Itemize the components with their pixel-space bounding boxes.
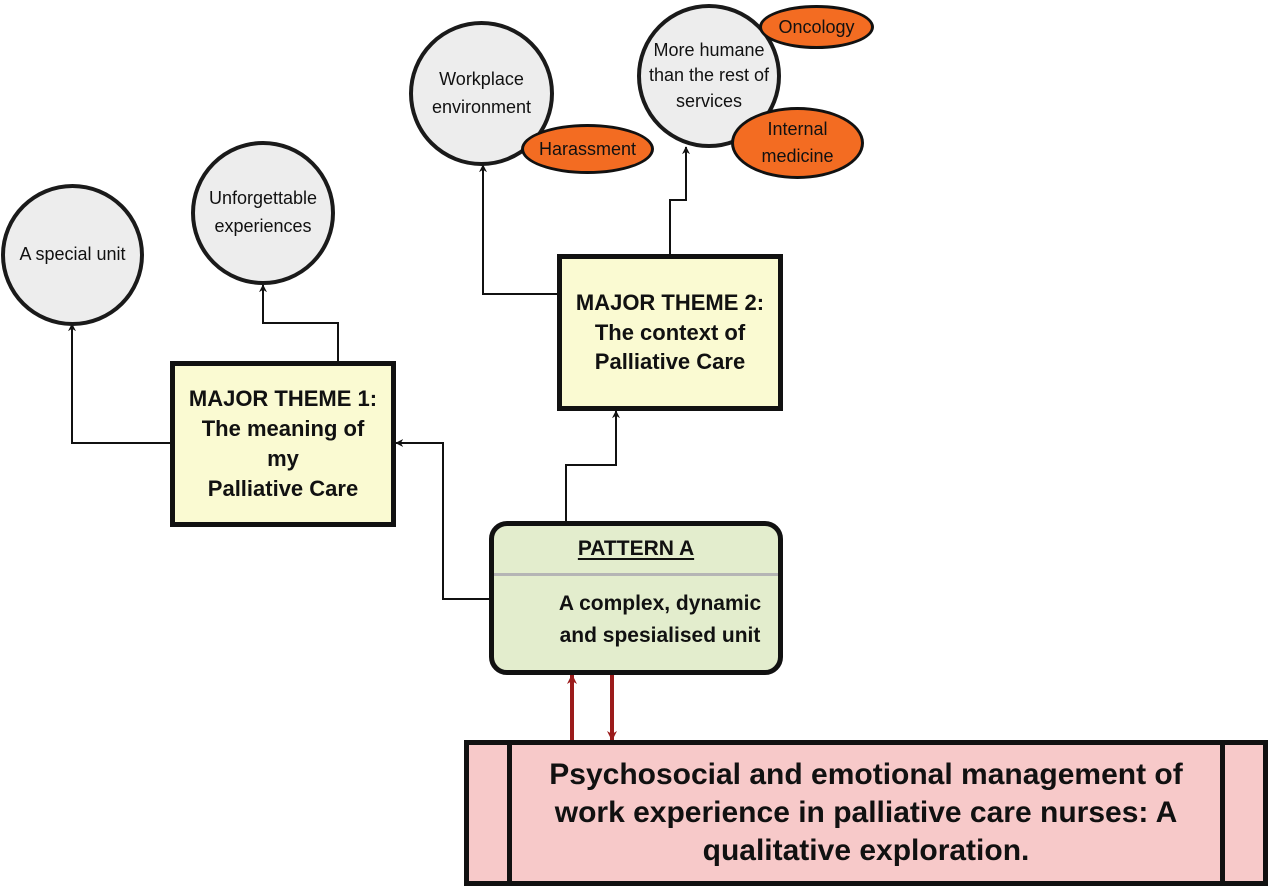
subtheme-workplace-label: Workplace environment: [431, 68, 532, 117]
arrow-theme1-to-unforgettable: [259, 284, 339, 361]
subtheme-workplace-environment: Workplace environment: [409, 21, 554, 166]
tag-harassment: Harassment: [521, 124, 654, 174]
tag-internal-medicine-label: Internal medicine: [761, 119, 834, 166]
arrow-theme2-to-more-humane: [669, 146, 690, 256]
pattern-a-box: PATTERN A A complex, dynamic and spesial…: [489, 521, 783, 675]
tag-harassment-label: Harassment: [538, 138, 637, 159]
subtheme-more-humane-label: More humane than the rest of services: [648, 40, 770, 111]
pattern-a-description: A complex, dynamic and spesialised unit: [558, 592, 762, 647]
subtheme-special-unit: A special unit: [1, 184, 144, 326]
subtheme-more-humane: More humane than the rest of services: [637, 4, 781, 148]
major-theme-1: MAJOR THEME 1: The meaning of my Palliat…: [170, 361, 396, 527]
study-title-inner: Psychosocial and emotional management of…: [507, 740, 1225, 886]
study-title: Psychosocial and emotional management of…: [549, 757, 1183, 868]
arrow-pattern-to-theme1: [395, 439, 491, 600]
tag-oncology: Oncology: [759, 5, 874, 49]
major-theme-2-label: MAJOR THEME 2: The context of Palliative…: [575, 289, 765, 375]
pattern-a-divider: [494, 573, 778, 576]
major-theme-2: MAJOR THEME 2: The context of Palliative…: [557, 254, 783, 411]
pattern-a-heading: PATTERN A: [577, 537, 695, 560]
arrow-pattern-to-theme2: [565, 410, 620, 524]
study-title-box: Psychosocial and emotional management of…: [464, 740, 1268, 886]
tag-oncology-label: Oncology: [778, 16, 855, 37]
subtheme-special-unit-label: A special unit: [19, 244, 126, 265]
arrow-theme1-to-special-unit: [68, 323, 170, 444]
subtheme-unforgettable-label: Unforgettable experiences: [208, 188, 318, 236]
arrow-theme2-to-workplace: [479, 164, 560, 295]
major-theme-1-label: MAJOR THEME 1: The meaning of my Palliat…: [188, 386, 378, 501]
tag-internal-medicine: Internal medicine: [731, 107, 864, 179]
subtheme-unforgettable-experiences: Unforgettable experiences: [191, 141, 335, 285]
